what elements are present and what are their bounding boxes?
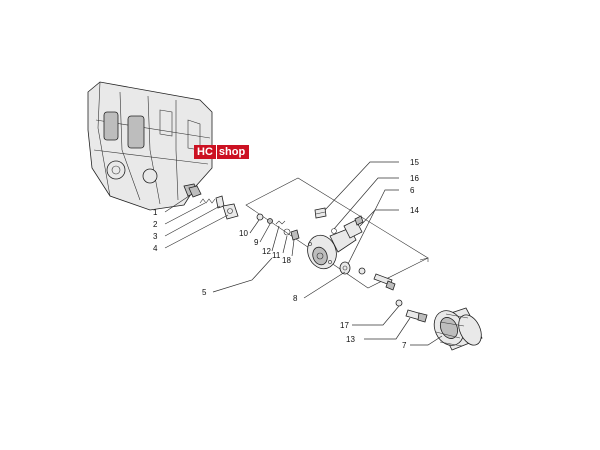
callout-14: 14 <box>410 206 419 215</box>
callout-labels: 1 2 3 4 5 6 7 8 9 10 11 12 13 14 15 16 1… <box>153 158 419 350</box>
part-15-plug <box>314 207 327 219</box>
logo-hc-text: HC <box>194 145 216 159</box>
part-6-washer <box>339 261 351 275</box>
callout-2: 2 <box>153 220 158 229</box>
part-9-ball <box>267 218 273 224</box>
part-17-washer <box>395 299 403 307</box>
callout-11: 11 <box>272 251 281 260</box>
part-12-spring <box>275 220 286 225</box>
part-2-spring <box>199 198 216 204</box>
hc-shop-logo: HC shop <box>194 145 250 159</box>
part-bolt <box>373 273 396 291</box>
part-14-sensor <box>343 215 364 239</box>
callout-3: 3 <box>153 232 158 241</box>
part-18-plug <box>290 229 300 241</box>
callout-5: 5 <box>202 288 207 297</box>
callout-9: 9 <box>254 238 259 247</box>
part-washer-small <box>358 267 366 275</box>
callout-16: 16 <box>410 174 419 183</box>
part-4-bracket <box>222 203 239 220</box>
part-16-ring <box>331 228 337 234</box>
part-13-nipple <box>405 309 428 323</box>
callout-1: 1 <box>153 208 158 217</box>
part-11-oring <box>283 228 291 236</box>
callout-15: 15 <box>410 158 419 167</box>
callout-10: 10 <box>239 229 248 238</box>
callout-6: 6 <box>410 186 415 195</box>
part-1-fitting <box>188 185 202 198</box>
logo-shop-text: shop <box>215 145 250 159</box>
callout-13: 13 <box>346 335 355 344</box>
leader-lines <box>164 161 443 346</box>
part-7-oil-filter <box>433 307 483 351</box>
callout-12: 12 <box>262 247 271 256</box>
callout-8: 8 <box>293 294 298 303</box>
callout-17: 17 <box>340 321 349 330</box>
callout-18: 18 <box>282 256 291 265</box>
engine-block <box>87 81 213 211</box>
callout-4: 4 <box>153 244 158 253</box>
part-10-washer <box>256 213 264 221</box>
callout-7: 7 <box>402 341 407 350</box>
